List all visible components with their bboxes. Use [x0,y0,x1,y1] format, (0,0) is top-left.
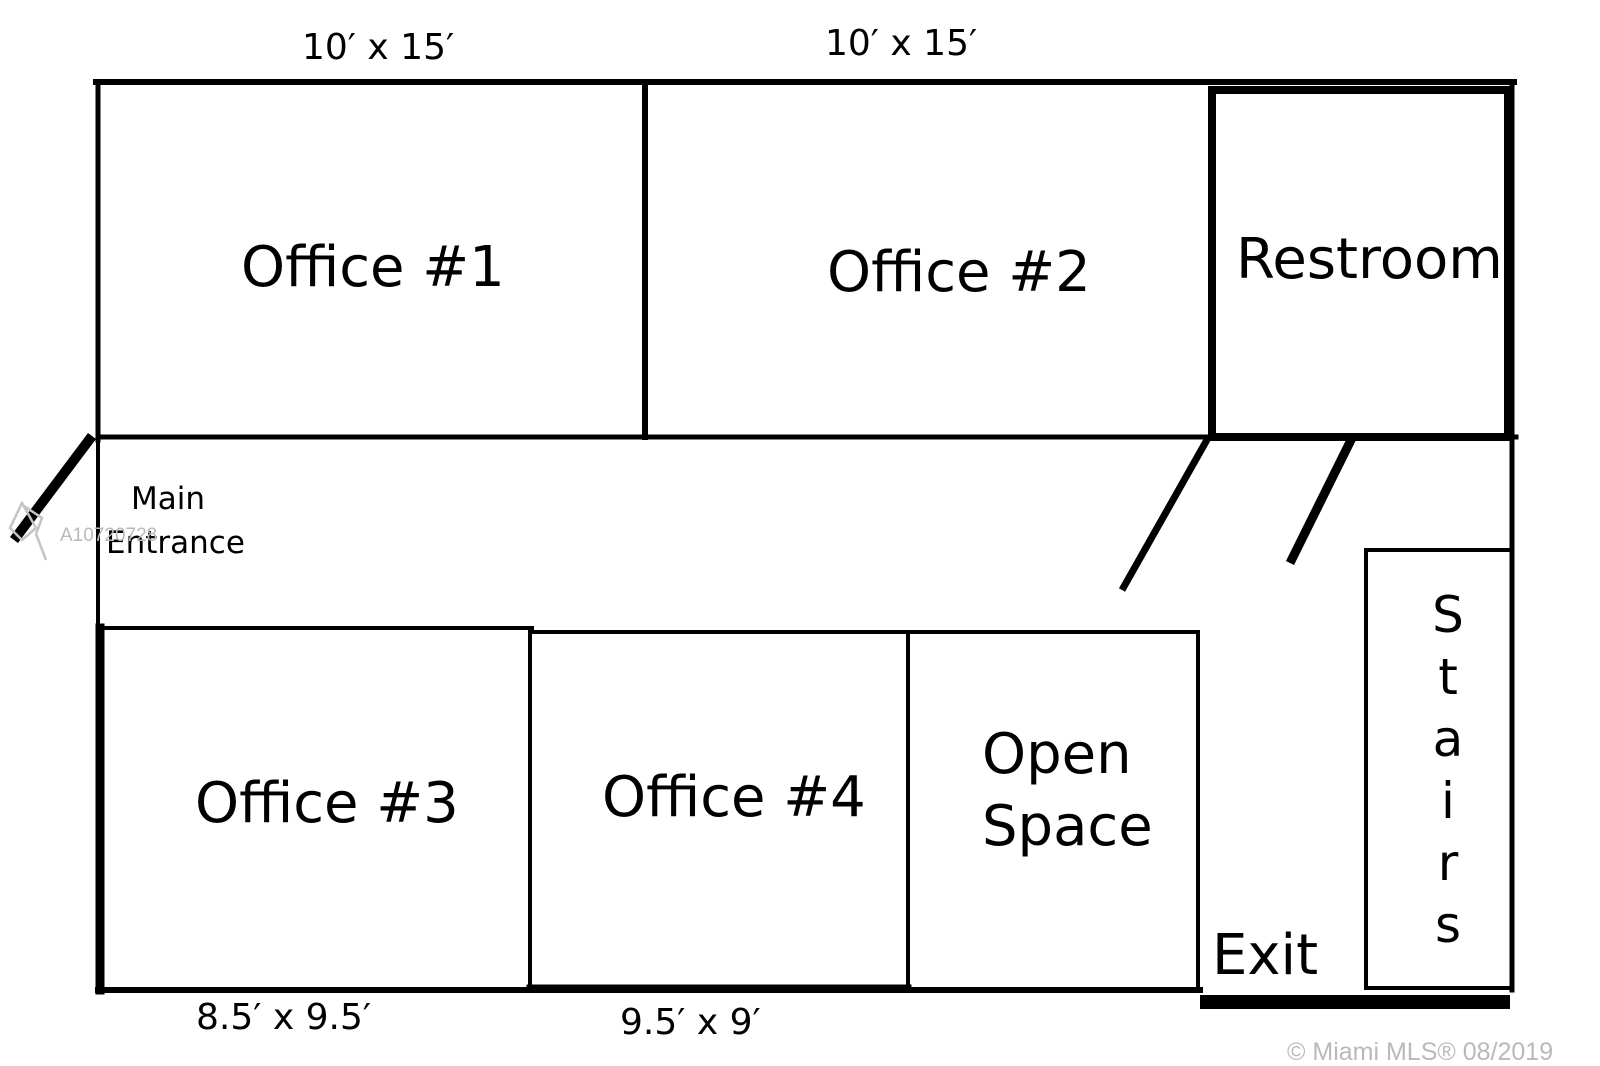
office3-dimensions: 8.5′ x 9.5′ [196,997,372,1038]
restroom-label: Restroom [1236,227,1503,292]
open-space-label-line2: Space [982,794,1153,859]
copyright-watermark: © Miami MLS® 08/2019 [1287,1038,1554,1066]
office4-label: Office #4 [602,765,866,830]
open-space-label-line1: Open [982,722,1132,787]
stairs-letter: a [1432,710,1464,768]
stairs-letter: i [1441,772,1455,830]
stairs-letter: r [1437,834,1459,892]
main-entrance-label-line1: Main [131,481,206,517]
office2-door [1118,436,1212,592]
stairs-letter: s [1434,896,1462,954]
main-entrance-label-line2: Entrance [106,525,245,561]
mls-logo-icon [8,500,48,561]
restroom-door [1285,436,1357,565]
office2-label: Office #2 [827,240,1091,305]
office1-dimensions: 10′ x 15′ [302,27,455,68]
exit-label: Exit [1212,923,1319,988]
office4-dimensions: 9.5′ x 9′ [620,1002,761,1043]
stairs-letter: t [1438,648,1458,706]
office2-dimensions: 10′ x 15′ [825,23,978,64]
stairs-letter: S [1432,586,1464,644]
listing-id-watermark: A10720728 [60,525,158,546]
office3-label: Office #3 [195,771,459,836]
office1-label: Office #1 [241,235,505,300]
main-entrance-door [10,433,96,543]
stairs-walls [1364,548,1514,990]
